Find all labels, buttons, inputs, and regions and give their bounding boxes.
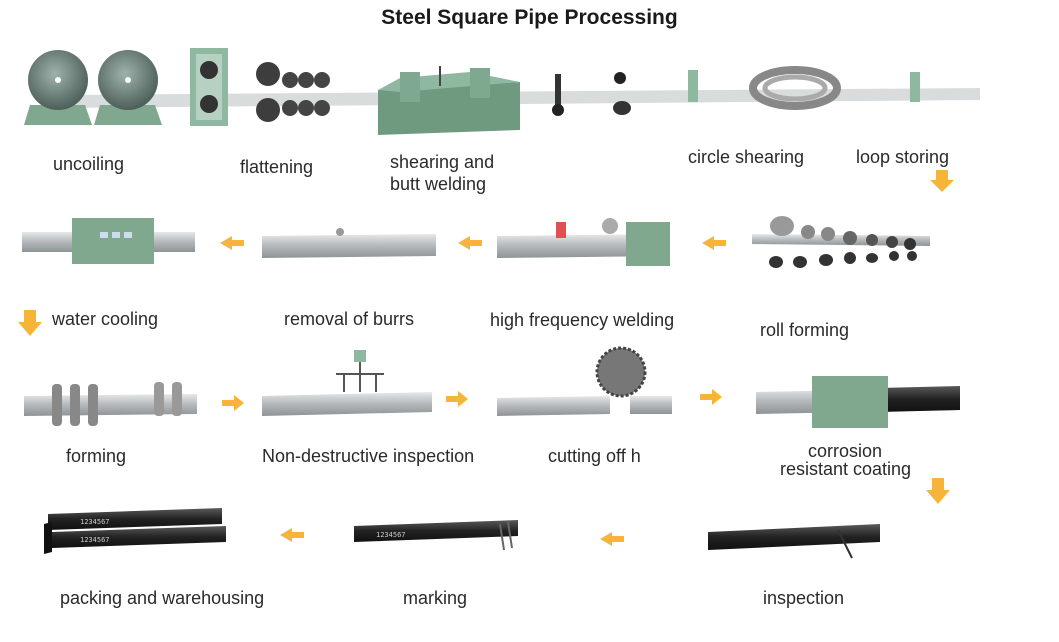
pipe-marking-text: 1234567 xyxy=(80,536,110,544)
step-label-loop-storing: loop storing xyxy=(856,147,950,167)
arrow-left-icon xyxy=(458,236,482,250)
pipe-marking-text: 1234567 xyxy=(80,518,110,526)
circle-shear xyxy=(552,72,631,116)
water-cooling-unit xyxy=(22,218,195,264)
step-label-cutting-off: cutting off h xyxy=(548,446,641,466)
step-label-packing: packing and warehousing xyxy=(60,588,265,608)
arrow-right-icon xyxy=(700,389,722,405)
cutting-saw xyxy=(497,346,672,416)
arrow-down-icon xyxy=(18,310,42,336)
inspection-pipe xyxy=(708,524,880,559)
hf-welder xyxy=(497,218,670,266)
roll-forming-machine xyxy=(752,216,930,268)
step-label-uncoiling: uncoiling xyxy=(53,154,125,174)
arrow-left-icon xyxy=(702,236,726,250)
arrow-left-icon xyxy=(280,528,304,542)
step-label-hf-welding: high frequency welding xyxy=(490,310,675,330)
step-label-butt-welding: butt welding xyxy=(390,174,487,194)
deburred-pipe xyxy=(262,228,436,258)
step-label-shearing: shearing and xyxy=(390,152,495,172)
pipe-marking-text: 1234567 xyxy=(376,531,406,539)
arrow-left-icon xyxy=(220,236,244,250)
arrow-right-icon xyxy=(222,395,244,411)
forming-rollers xyxy=(24,382,197,426)
arrow-down-icon xyxy=(926,478,950,504)
arrow-right-icon xyxy=(446,391,468,407)
step-label-water-cooling: water cooling xyxy=(52,309,159,329)
arrow-down-icon xyxy=(930,170,954,192)
step-label-flattening: flattening xyxy=(240,157,314,177)
diagram-title: Steel Square Pipe Processing xyxy=(381,6,678,29)
step-label-forming: forming xyxy=(66,446,127,466)
marking-station: 1234567 xyxy=(354,520,518,551)
step-label-ndt: Non-destructive inspection xyxy=(262,446,475,466)
shearing-welding-machine xyxy=(378,66,520,135)
flow-arrows xyxy=(18,170,954,546)
uncoiler-machine xyxy=(24,50,162,125)
step-label-roll-forming: roll forming xyxy=(760,320,850,340)
step-label-corrosion: corrosion xyxy=(808,441,883,461)
flattener-machine xyxy=(190,48,330,126)
step-label-inspection: inspection xyxy=(763,588,845,608)
step-label-circle-shearing: circle shearing xyxy=(688,147,805,167)
coating-booth xyxy=(756,376,960,428)
step-label-removal-of-burrs: removal of burrs xyxy=(284,309,415,329)
step-label-resistant-coating: resistant coating xyxy=(780,459,912,479)
step-label-marking: marking xyxy=(403,588,468,608)
ndt-probe xyxy=(262,350,432,416)
packed-pipes: 1234567 1234567 xyxy=(44,508,226,554)
loop-accumulator xyxy=(688,66,920,110)
arrow-left-icon xyxy=(600,532,624,546)
